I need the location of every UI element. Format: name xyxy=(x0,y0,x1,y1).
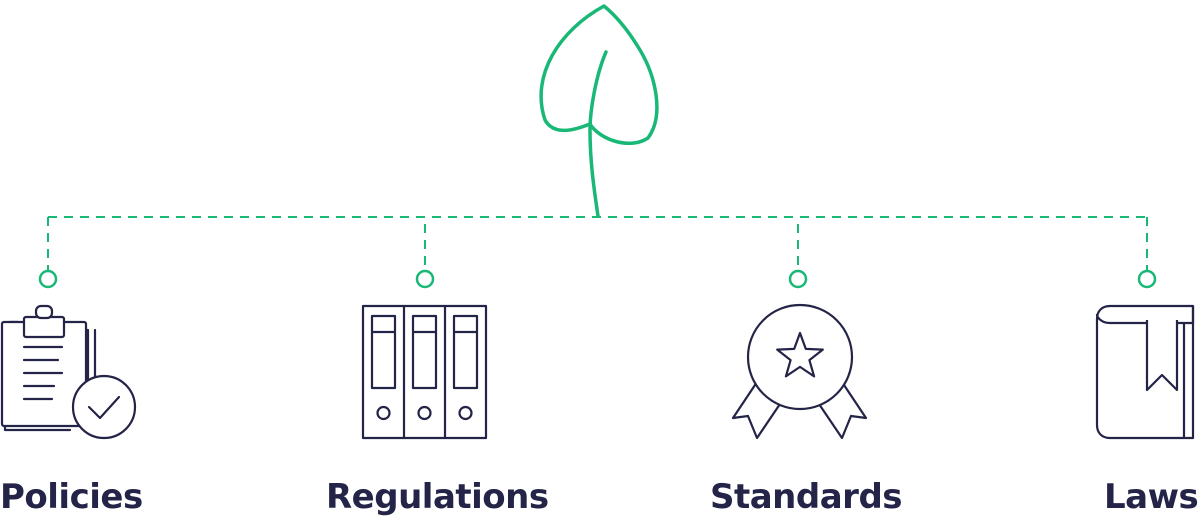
book-bookmark-icon xyxy=(1095,304,1195,440)
connector-lines xyxy=(47,216,1148,270)
category-label-regulations: Regulations xyxy=(326,477,549,517)
leaf-icon xyxy=(539,4,659,218)
clipboard-check-icon xyxy=(0,304,137,440)
category-label-standards: Standards xyxy=(710,477,903,517)
node-circle-standards xyxy=(788,269,808,289)
category-label-laws: Laws xyxy=(1104,477,1199,517)
award-ribbon-icon xyxy=(731,303,868,440)
category-label-policies: Policies xyxy=(0,477,143,517)
binders-icon xyxy=(361,304,488,440)
node-circle-policies xyxy=(38,269,58,289)
node-circle-laws xyxy=(1137,269,1157,289)
node-circle-regulations xyxy=(415,269,435,289)
